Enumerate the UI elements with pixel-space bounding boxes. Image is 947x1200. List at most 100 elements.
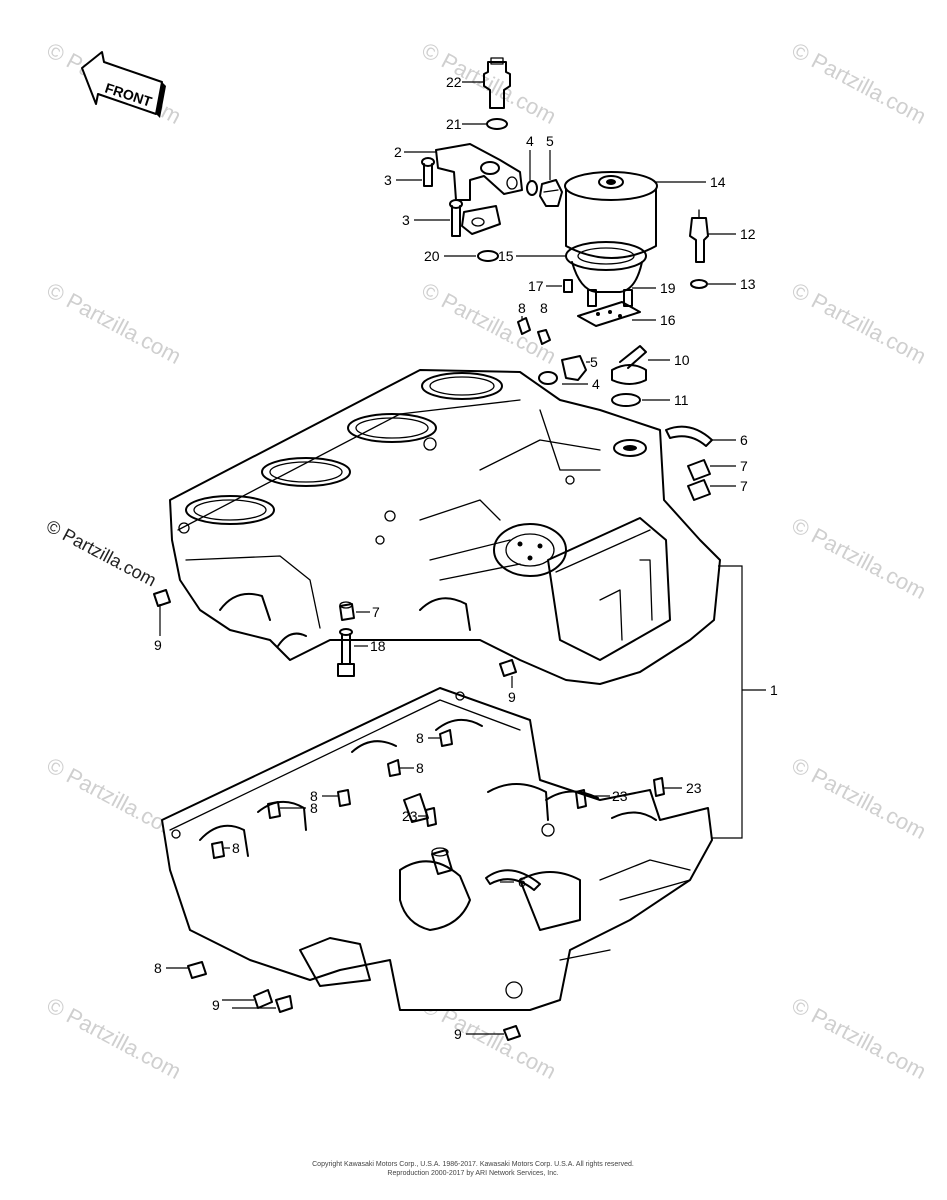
oil-pressure-switch-22 [483,57,511,109]
copyright-line-1: Copyright Kawasaki Motors Corp., U.S.A. … [312,1161,634,1168]
callout-labels: 22 21 2 3 3 4 5 14 12 13 20 15 17 19 16 … [154,74,778,1042]
o-ring-21 [486,118,508,130]
studs-19 [587,289,633,307]
callout-23-a: 23 [612,788,628,804]
dowel-23-c [425,807,437,827]
dowel-7-c [339,601,355,621]
bolt-18 [337,628,355,677]
callout-7-a: 7 [740,458,748,474]
oil-pressure-sender-12 [689,209,709,263]
watermark: © Partzilla.com [788,752,931,844]
washer-4-upper [526,180,538,196]
watermark: © Partzilla.com [788,992,931,1084]
callout-10: 10 [674,352,690,368]
callout-18: 18 [370,638,386,654]
dowel-pin-8-b [537,329,551,345]
callout-15: 15 [498,248,514,264]
watermark: © Partzilla.com [788,277,931,369]
callout-5-lower: 5 [590,354,598,370]
callout-7-c: 7 [372,604,380,620]
watermark: © Partzilla.com [788,512,931,604]
callout-5-upper: 5 [546,133,554,149]
callout-8-f: 8 [310,800,318,816]
callout-20: 20 [424,248,440,264]
washer-4-lower [538,371,558,385]
callout-8-d: 8 [416,760,424,776]
dowel-pin-8-e [337,789,351,807]
o-ring-20 [477,250,499,262]
bearing-insert-6-upper [665,425,713,447]
dowel-pin-8-g [211,841,225,859]
bearing-insert-6-lower [485,869,541,891]
lower-crankcase [161,687,713,1011]
callout-22: 22 [446,74,462,90]
callout-21: 21 [446,116,462,132]
callout-8-a: 8 [518,300,526,316]
copyright-footer: Copyright Kawasaki Motors Corp., U.S.A. … [312,1161,634,1177]
callout-11: 11 [674,392,689,408]
watermark: © Partzilla.com [43,516,159,591]
dowel-pin-8-c [439,729,453,747]
callout-14: 14 [710,174,726,190]
dowel-pin-8-h [187,961,207,979]
plug-5-lower [561,355,587,381]
dowel-pin-9-center [499,659,517,677]
dowel-pin-8-f [267,801,281,819]
callout-9-left: 9 [154,637,162,653]
dowel-pin-9-left [153,589,171,607]
callout-6-lower: 6 [518,874,526,890]
oil-pipe-fitting-2 [435,143,523,235]
watermark: © Partzilla.com [788,37,931,129]
watermark: © Partzilla.com [43,992,186,1084]
dowel-7-a [687,459,711,481]
watermark: © Partzilla.com [418,37,561,129]
bolt-3-upper [421,157,435,187]
callout-23-c: 23 [402,808,418,824]
callout-1: 1 [770,682,778,698]
copyright-line-2: Reproduction 2000-2017 by ARI Network Se… [387,1170,558,1177]
callout-16: 16 [660,312,676,328]
callout-8-g: 8 [232,840,240,856]
callout-9-center: 9 [508,689,516,705]
callout-9-pair: 9 [212,997,220,1013]
callout-8-b: 8 [540,300,548,316]
callout-8-e: 8 [310,788,318,804]
callout-23-b: 23 [686,780,702,796]
callout-17: 17 [528,278,544,294]
callout-7-b: 7 [740,478,748,494]
dowel-23-a [575,789,587,809]
pin-17 [563,279,573,293]
dowel-pin-8-a [517,317,531,335]
bolt-3-lower [449,199,463,237]
callout-8-h: 8 [154,960,162,976]
callout-13: 13 [740,276,756,292]
callout-6-upper: 6 [740,432,748,448]
o-ring-11 [611,393,641,407]
callout-2: 2 [394,144,402,160]
callout-9-bottom: 9 [454,1026,462,1042]
callout-12: 12 [740,226,756,242]
callout-4-upper: 4 [526,133,534,149]
dowel-pin-8-d [387,759,401,777]
callout-4-lower: 4 [592,376,600,392]
dowel-23-b [653,777,665,797]
dowel-pin-9-bottom [503,1025,521,1041]
o-ring-13 [690,279,708,289]
callout-bracket-1 [712,565,766,839]
gasket-plate-16 [577,301,641,327]
callout-8-c: 8 [416,730,424,746]
front-arrow-icon: FRONT [81,51,166,118]
callout-3-lower: 3 [402,212,410,228]
watermark: © Partzilla.com [43,277,186,369]
dowel-7-b [687,479,711,501]
oil-filter-element-14 [564,171,658,259]
upper-crankcase [169,369,721,685]
banjo-bolt-5-upper [539,179,563,207]
filter-cover-15 [565,241,647,293]
dowel-pins-9-pair [253,989,293,1013]
leader-lines [159,81,736,1035]
callout-3-upper: 3 [384,172,392,188]
callout-19: 19 [660,280,676,296]
oil-filler-cap-10 [611,345,647,385]
